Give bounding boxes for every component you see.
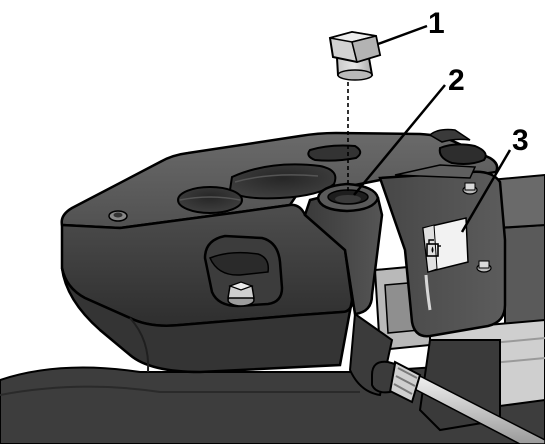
callout-leader-2 <box>353 84 446 196</box>
callout-number-1: 1 <box>428 7 445 40</box>
side-bolt <box>476 260 492 273</box>
housing-bolt <box>227 281 255 307</box>
decal <box>422 217 469 311</box>
callout-number-2: 2 <box>448 64 465 97</box>
fill-port <box>316 182 380 213</box>
fuel-tank-icon <box>426 239 441 257</box>
cap <box>328 30 382 81</box>
fuel-line <box>371 360 545 444</box>
callout-leader-3 <box>460 149 512 233</box>
callout-leader-1 <box>377 24 428 46</box>
side-bolt <box>462 182 478 195</box>
callout-number-3: 3 <box>512 124 529 157</box>
